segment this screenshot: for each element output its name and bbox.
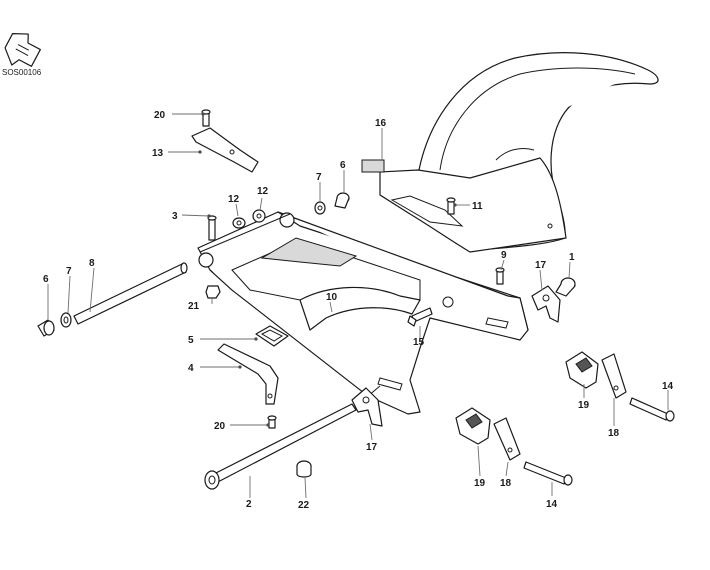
nut (205, 285, 221, 299)
callout-6-left: 6 (43, 274, 49, 285)
callout-8: 8 (89, 258, 95, 269)
callout-10: 10 (326, 292, 338, 303)
callout-7-right: 7 (316, 172, 322, 183)
callout-labels: 1 2 3 4 5 6 6 7 7 8 9 10 11 12 12 13 14 … (43, 110, 674, 511)
washer-left (60, 312, 72, 328)
callout-18-lower: 18 (500, 478, 512, 489)
clamp-lower (455, 407, 491, 445)
callout-19-lower: 19 (474, 478, 486, 489)
cap-right (334, 192, 350, 209)
callout-21: 21 (188, 301, 200, 312)
clamp-upper-right (565, 351, 599, 389)
screw-lower (267, 415, 277, 429)
swingarm (197, 211, 529, 415)
callout-12-right: 12 (257, 186, 269, 197)
callout-2: 2 (246, 499, 252, 510)
clamp-cap-lower (493, 417, 521, 461)
callout-22: 22 (298, 500, 310, 511)
chain-guard-bracket (191, 127, 259, 173)
chain-adjuster-lower (351, 387, 383, 427)
callout-13: 13 (152, 148, 164, 159)
washer-right (314, 201, 326, 215)
callout-4: 4 (188, 363, 194, 374)
lower-bracket (217, 343, 279, 405)
callout-20-lower: 20 (214, 421, 226, 432)
callout-14-lower: 14 (546, 499, 558, 510)
callout-11: 11 (472, 201, 483, 212)
callout-20-top: 20 (154, 110, 166, 121)
callout-12-left: 12 (228, 194, 240, 205)
clamp-cap-upper-right (601, 353, 627, 399)
end-cap (555, 277, 576, 297)
rear-mudguard (361, 52, 659, 253)
drawing-code: SOS00106 (2, 68, 42, 77)
callout-5: 5 (188, 335, 194, 346)
washer-12a (232, 217, 246, 229)
callout-1: 1 (569, 252, 575, 263)
orientation-arrow-icon (4, 33, 41, 67)
callout-17-lower: 17 (366, 442, 378, 453)
screw-11 (446, 197, 456, 215)
washer-12b (252, 209, 266, 223)
callout-15: 15 (413, 337, 425, 348)
callout-14-right: 14 (662, 381, 674, 392)
bolt-upper-right (629, 397, 675, 422)
callout-3: 3 (172, 211, 178, 222)
callout-6-right: 6 (340, 160, 346, 171)
leader-lines (47, 113, 669, 499)
wheel-axle (204, 403, 357, 490)
callout-9: 9 (501, 250, 507, 261)
cap-left (37, 319, 55, 337)
callout-18-right: 18 (608, 428, 620, 439)
callout-7-left: 7 (66, 266, 72, 277)
plug (296, 460, 312, 478)
callout-16: 16 (375, 118, 387, 129)
pivot-shaft-upper (73, 262, 188, 325)
adjuster-screw (407, 307, 433, 327)
screw-9 (495, 267, 505, 285)
screw-3 (207, 215, 217, 241)
bolt-lower (523, 461, 573, 486)
chain-adjuster-right (531, 285, 561, 323)
pad (255, 325, 289, 347)
leader-dots (198, 112, 457, 427)
callout-17-right: 17 (535, 260, 547, 271)
callout-19-right: 19 (578, 400, 590, 411)
screw-top (201, 109, 211, 127)
